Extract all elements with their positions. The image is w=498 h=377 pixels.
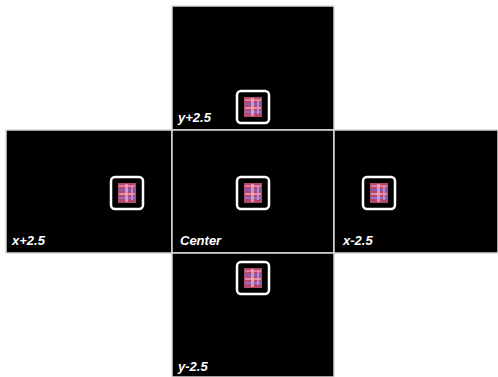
offset-label: x-2.5: [343, 233, 373, 248]
image-panel: Center: [172, 130, 334, 253]
offset-label: y-2.5: [178, 359, 208, 374]
offset-label: x+2.5: [12, 233, 45, 248]
image-panel: y-2.5: [172, 253, 334, 377]
offset-label: y+2.5: [178, 110, 211, 125]
offset-label: Center: [180, 233, 221, 248]
image-panel: x-2.5: [334, 130, 498, 253]
image-panel: y+2.5: [172, 6, 334, 130]
image-panel: x+2.5: [6, 130, 172, 253]
